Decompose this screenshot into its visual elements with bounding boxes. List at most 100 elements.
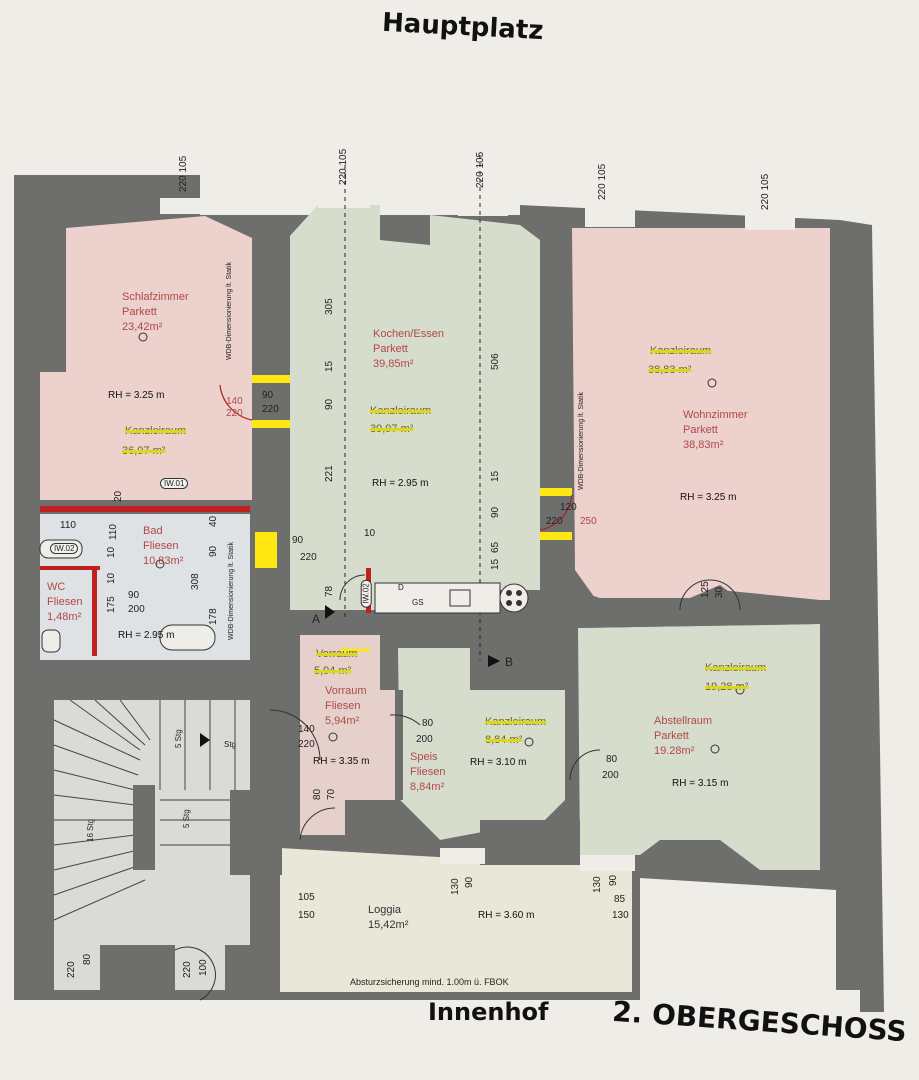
absturz-note: Absturzsicherung mind. 1.00m ü. FBOK xyxy=(350,977,509,987)
window-dim-1: 220 105 xyxy=(178,156,189,192)
wdb-note-left-text: WDB-Dimensionierung xyxy=(226,288,233,360)
bad-rh: RH = 2.95 m xyxy=(118,630,175,641)
window-dim-2: 220 105 xyxy=(338,149,349,185)
vorraum-rh: RH = 3.35 m xyxy=(313,756,370,767)
dim-k-15b: 15 xyxy=(490,470,501,482)
appliance-d: D xyxy=(398,583,404,592)
abstellraum-area xyxy=(578,624,820,870)
loggia-area xyxy=(280,848,632,992)
wohnzimmer-name: Wohnzimmer xyxy=(683,409,748,421)
wdb-note-left: WDB-Dimensionierung lt. Statik xyxy=(226,262,233,360)
vorraum-area xyxy=(300,635,395,835)
wc-name: WC xyxy=(47,581,66,593)
vorraum-name: Vorraum xyxy=(325,685,367,697)
dim-vr-220: 220 xyxy=(298,739,315,750)
wdb-note-left-statik: lt. Statik xyxy=(226,261,233,287)
door-l-90: 90 xyxy=(262,390,274,401)
window-dim-4: 220 105 xyxy=(597,164,608,200)
vorraum-old-area: 5,94 m² xyxy=(314,665,352,677)
kochen-area: 39,85m² xyxy=(373,358,414,370)
dim-bad-175: 175 xyxy=(106,596,117,613)
speis-floor: Fliesen xyxy=(410,766,446,778)
kochen-label: Kochen/Essen Parkett 39,85m² xyxy=(373,327,444,372)
window-dim-5-a: 220 xyxy=(760,193,771,210)
dim-vr-140: 140 xyxy=(298,724,315,735)
stair-label-1: 5 Stg xyxy=(174,729,183,748)
dim-vr-80: 80 xyxy=(312,788,323,800)
dim-k-10: 10 xyxy=(364,528,376,539)
bad-label: Bad Fliesen 10,83m² xyxy=(143,524,183,569)
dim-ab-200: 200 xyxy=(602,770,619,781)
wohnzimmer-area: 38,83m² xyxy=(683,439,724,451)
abstellraum-area: 19.28m² xyxy=(654,745,695,757)
dim-k-221: 221 xyxy=(324,465,335,482)
loggia-name: Loggia xyxy=(368,904,402,916)
wc-area: 1,48m² xyxy=(47,611,82,623)
tag-iw02: IW.02 xyxy=(50,543,79,554)
window-dim-3-b: 105 xyxy=(475,151,486,169)
kochen-rh: RH = 2.95 m xyxy=(372,478,429,489)
vorraum-old-name: Vorraum xyxy=(316,648,358,660)
window-dim-2-a: 220 xyxy=(338,168,349,185)
dim-lg-105: 105 xyxy=(298,892,315,903)
dim-bad-110b: 110 xyxy=(108,524,119,540)
dim-k-15c: 15 xyxy=(490,558,501,570)
wdb-note-right: WDB-Dimensionierung lt. Statik xyxy=(578,392,585,490)
dim-bad-90b: 90 xyxy=(128,590,140,601)
dim-lg-150: 150 xyxy=(298,910,315,921)
speis-rh: RH = 3.10 m xyxy=(470,757,527,768)
abstellraum-floor: Parkett xyxy=(654,730,689,742)
tag-iw02-kitchen: IW.02 xyxy=(360,579,372,608)
dim-lg-90b: 90 xyxy=(608,874,619,886)
wohnzimmer-floor: Parkett xyxy=(683,424,718,436)
dim-sp-80: 80 xyxy=(422,718,434,729)
abstellraum-name: Abstellraum xyxy=(654,715,713,727)
speis-old-name: Kanzleiraum xyxy=(485,716,547,728)
schlafzimmer-old-area: 36,97 m² xyxy=(122,445,166,457)
wohnzimmer-area xyxy=(572,228,830,600)
dim-lg-90a: 90 xyxy=(464,876,475,888)
window-dim-4-b: 105 xyxy=(597,163,608,181)
dim-bad-20: 20 xyxy=(113,490,124,502)
stair-label-3: Stg xyxy=(224,740,237,749)
bad-name: Bad xyxy=(143,525,163,537)
dim-bad-90: 90 xyxy=(208,545,219,557)
dim-k-15: 15 xyxy=(324,360,335,372)
dim-st-220b: 220 xyxy=(182,961,193,978)
window-dim-5: 220 105 xyxy=(760,174,771,210)
door-r-220: 220 xyxy=(546,516,563,527)
wdb-note-right-statik: lt. Statik xyxy=(578,391,585,417)
abstellraum-rh: RH = 3.15 m xyxy=(672,778,729,789)
stair-label-4: 16 Stg xyxy=(86,818,95,842)
dim-k-65: 65 xyxy=(490,541,501,553)
dim-ab-30: 30 xyxy=(714,586,725,598)
window-dim-3-a: 220 xyxy=(475,171,486,188)
bad-floor: Fliesen xyxy=(143,540,179,552)
kochen-name: Kochen/Essen xyxy=(373,328,444,340)
window-dim-1-b: 105 xyxy=(178,155,189,173)
schlafzimmer-rh: RH = 3.25 m xyxy=(108,390,165,401)
vorraum-floor: Fliesen xyxy=(325,700,361,712)
abstellraum-old-name: Kanzleiraum xyxy=(705,662,767,674)
dim-vr-70: 70 xyxy=(326,788,337,800)
stair-label-2: 5 Stg xyxy=(182,809,191,828)
kochen-area xyxy=(288,205,540,615)
dim-k-78: 78 xyxy=(324,585,335,597)
dim-k-90: 90 xyxy=(324,398,335,410)
door-l-220: 220 xyxy=(226,408,243,419)
speis-name: Speis xyxy=(410,751,438,763)
door-l-220b: 220 xyxy=(262,404,279,415)
loggia-area: 15,42m² xyxy=(368,919,409,931)
bad-area: 10,83m² xyxy=(143,555,184,567)
door-ks-90: 90 xyxy=(292,535,304,546)
wdb-note-bad-statik: lt. Statik xyxy=(228,541,235,567)
schlafzimmer-old-name: Kanzleiraum xyxy=(125,425,187,437)
section-mark-b: B xyxy=(505,655,514,669)
door-l-140: 140 xyxy=(226,396,243,407)
door-ks-220: 220 xyxy=(300,552,317,563)
window-dim-4-a: 220 xyxy=(597,183,608,200)
dim-st-100: 100 xyxy=(198,959,209,976)
dim-bad-308: 308 xyxy=(190,573,201,590)
speis-area xyxy=(398,648,565,840)
dim-lg-130a: 130 xyxy=(450,878,461,895)
